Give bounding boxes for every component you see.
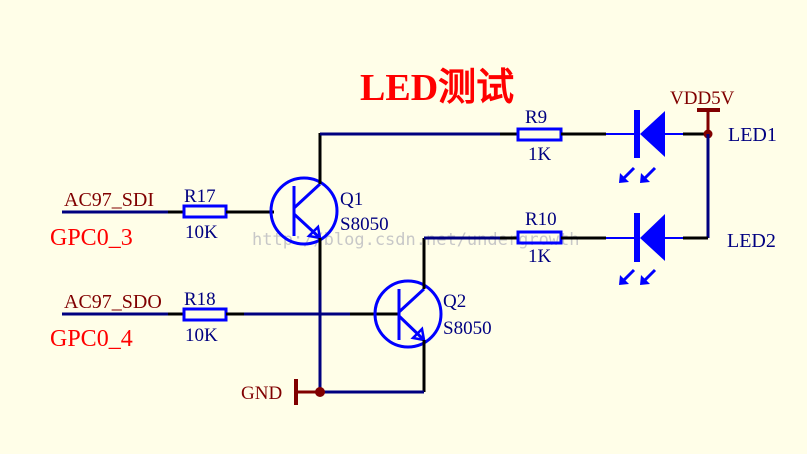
resistor-r17 xyxy=(182,204,228,219)
transistor-q1-part: S8050 xyxy=(340,214,389,235)
led1-ref: LED1 xyxy=(728,124,777,146)
transistor-q2 xyxy=(373,279,443,349)
ground-label: GND xyxy=(241,383,282,404)
resistor-r18-value: 10K xyxy=(185,325,218,346)
schematic-title: LED测试 xyxy=(360,67,514,109)
watermark: http://blog.csdn.net/undergrowth xyxy=(252,230,580,250)
gnd-junction xyxy=(315,387,325,397)
resistor-r9-value: 1K xyxy=(528,144,552,165)
resistor-r9-ref: R9 xyxy=(525,107,547,128)
power-label-vdd5v: VDD5V xyxy=(670,88,735,109)
pin-label-gpc0-3: GPC0_3 xyxy=(50,225,133,251)
pin-label-gpc0-4: GPC0_4 xyxy=(50,326,133,352)
resistor-r10-value: 1K xyxy=(528,246,552,267)
net-label-ac97-sdo: AC97_SDO xyxy=(64,291,162,313)
resistor-r17-ref: R17 xyxy=(184,186,216,207)
transistor-q2-ref: Q2 xyxy=(443,291,466,312)
resistor-r18-ref: R18 xyxy=(184,289,216,310)
resistor-r17-value: 10K xyxy=(185,222,218,243)
led2-diode xyxy=(606,213,683,285)
resistor-r18 xyxy=(182,307,228,322)
net-label-ac97-sdi: AC97_SDI xyxy=(64,189,154,211)
resistor-r10-ref: R10 xyxy=(525,209,557,230)
transistor-q2-part: S8050 xyxy=(443,318,492,339)
transistor-q1-ref: Q1 xyxy=(340,189,363,210)
resistor-r9 xyxy=(516,127,563,142)
led1-diode xyxy=(606,110,708,183)
led2-ref: LED2 xyxy=(727,230,776,252)
transistor-q1 xyxy=(269,176,339,246)
